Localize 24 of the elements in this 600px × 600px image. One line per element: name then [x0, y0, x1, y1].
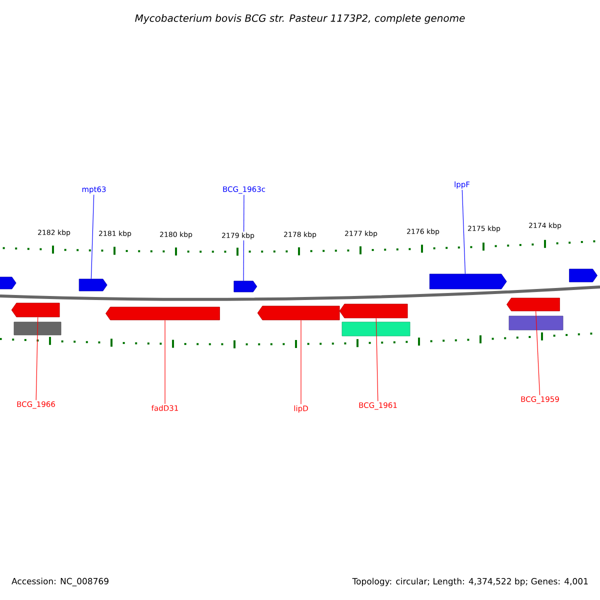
gene-feature: [234, 280, 258, 292]
feature-bar: [342, 322, 410, 336]
gene-feature: [106, 306, 220, 320]
gene-feature: [257, 306, 340, 320]
leader-line: [164, 320, 166, 404]
gene-feature: [78, 278, 108, 292]
accession-note: Accession: NC_008769: [12, 578, 108, 586]
leader-line: [376, 318, 378, 402]
gene-feature: [429, 274, 507, 290]
gene-feature: [569, 268, 598, 282]
feature-bar: [508, 316, 564, 330]
genome-stats-note: Topology: circular; Length: 4,374,522 bp; Genes: 4,001: [352, 578, 588, 586]
leader-line: [36, 316, 38, 400]
leader-line: [243, 194, 244, 282]
title: Mycobacterium bovis BCG str. Pasteur 1173P2, complete genome: [135, 14, 465, 24]
leader-line: [300, 320, 302, 404]
leader-line: [90, 194, 94, 280]
gene-feature: [11, 302, 60, 318]
leader-line: [536, 310, 540, 396]
leader-line: [462, 190, 466, 274]
gene-feature: [506, 298, 560, 312]
feature-bar: [14, 322, 62, 336]
gene-feature: [0, 276, 16, 290]
gene-feature: [339, 304, 408, 318]
